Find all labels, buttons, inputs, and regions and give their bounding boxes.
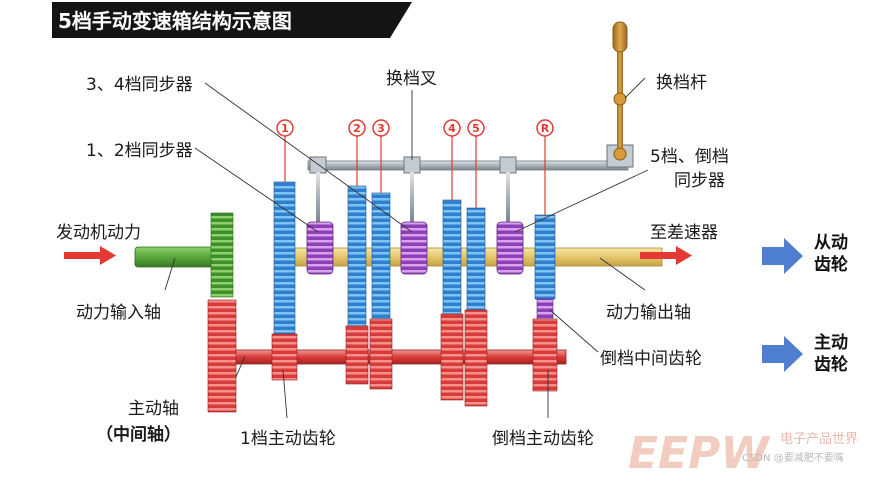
- fork-block-5r: [499, 156, 517, 174]
- gear-marker-2: 2: [348, 119, 366, 137]
- label-sync34: 3、4档同步器: [86, 75, 193, 95]
- lever-pivot: [613, 92, 627, 106]
- label-output-shaft: 动力输出轴: [606, 303, 691, 323]
- label-main-shaft: 主动轴: [128, 399, 179, 419]
- label-sync5r-line2: 同步器: [674, 171, 725, 191]
- gear1-driven: [273, 181, 296, 335]
- legend-driving-line1: 主动: [814, 333, 848, 353]
- gear5-drive: [464, 309, 488, 407]
- eepw-watermark: EEPW: [628, 428, 771, 479]
- input-shaft: [134, 246, 221, 268]
- label-gear1-drive: 1档主动齿轮: [240, 429, 336, 449]
- gear4-driven: [442, 199, 462, 315]
- synchronizer-12: [306, 221, 334, 275]
- fork-rod-12: [316, 172, 320, 222]
- shift-rail: [307, 160, 629, 171]
- svg-text:2: 2: [353, 122, 361, 135]
- watermark-tagline: 电子产品世界: [780, 432, 859, 447]
- label-shift-fork: 换档叉: [386, 69, 437, 89]
- gear-marker-1: 1: [276, 119, 294, 137]
- gear5-driven: [466, 207, 486, 311]
- legend-driven-gear: 从动 齿轮: [814, 232, 848, 276]
- gear3-drive: [369, 318, 393, 390]
- label-countershaft: （中间轴）: [96, 425, 181, 445]
- fork-rod-34: [410, 172, 414, 222]
- label-reverse-drive: 倒档主动齿轮: [492, 429, 594, 449]
- synchronizer-34: [400, 221, 428, 275]
- marker-lines: [284, 135, 546, 215]
- watermark-credit: CSDN @要减肥不要嘴: [742, 453, 844, 464]
- svg-text:R: R: [541, 122, 550, 135]
- engine-power-arrow: [64, 246, 116, 265]
- svg-text:EEPW: EEPW: [628, 428, 771, 479]
- input-gear-green: [210, 212, 234, 298]
- gear1-drive: [271, 333, 298, 381]
- counter-drive-gear: [207, 299, 237, 413]
- svg-text:1: 1: [281, 122, 289, 135]
- legend-driving-line2: 齿轮: [814, 355, 848, 375]
- gear3-driven: [371, 192, 391, 320]
- lever-joint: [613, 147, 627, 161]
- title-bar: [42, 2, 412, 38]
- gear4-drive: [440, 313, 464, 401]
- driven-legend-arrow: [762, 238, 803, 274]
- legend-driven-line1: 从动: [814, 233, 848, 253]
- lever-knob: [612, 21, 628, 53]
- reverse-idler-gear: [536, 298, 554, 320]
- synchronizer-5r: [496, 221, 524, 275]
- gear2-drive: [345, 325, 369, 385]
- svg-text:5: 5: [472, 122, 480, 135]
- leader-lines: [164, 77, 649, 419]
- gear-marker-5: 5: [467, 119, 485, 137]
- gear2-driven: [347, 185, 367, 327]
- gear-marker-r: R: [536, 119, 554, 137]
- driving-legend-arrow: [762, 336, 803, 372]
- label-sync5r-line1: 5档、倒档: [650, 147, 729, 167]
- label-reverse-idler: 倒档中间齿轮: [600, 349, 702, 369]
- gear-marker-3: 3: [372, 119, 390, 137]
- legend-driven-line2: 齿轮: [814, 255, 848, 275]
- legend-driving-gear: 主动 齿轮: [814, 332, 848, 376]
- to-diff-arrow: [640, 246, 692, 265]
- fork-rod-5r: [506, 172, 510, 222]
- label-sync12: 1、2档同步器: [86, 141, 193, 161]
- reverse-drive: [532, 318, 558, 392]
- title-accent: [40, 2, 52, 38]
- label-shift-lever: 换档杆: [656, 73, 707, 93]
- label-engine-power: 发动机动力: [56, 223, 141, 243]
- page-title: 5档手动变速箱结构示意图: [58, 9, 292, 33]
- label-to-differential: 至差速器: [650, 223, 718, 243]
- svg-text:3: 3: [377, 122, 385, 135]
- reverse-driven: [534, 214, 556, 300]
- label-input-shaft: 动力输入轴: [76, 303, 161, 323]
- svg-text:4: 4: [448, 122, 456, 135]
- gear-marker-4: 4: [443, 119, 461, 137]
- fork-block-12: [309, 156, 327, 174]
